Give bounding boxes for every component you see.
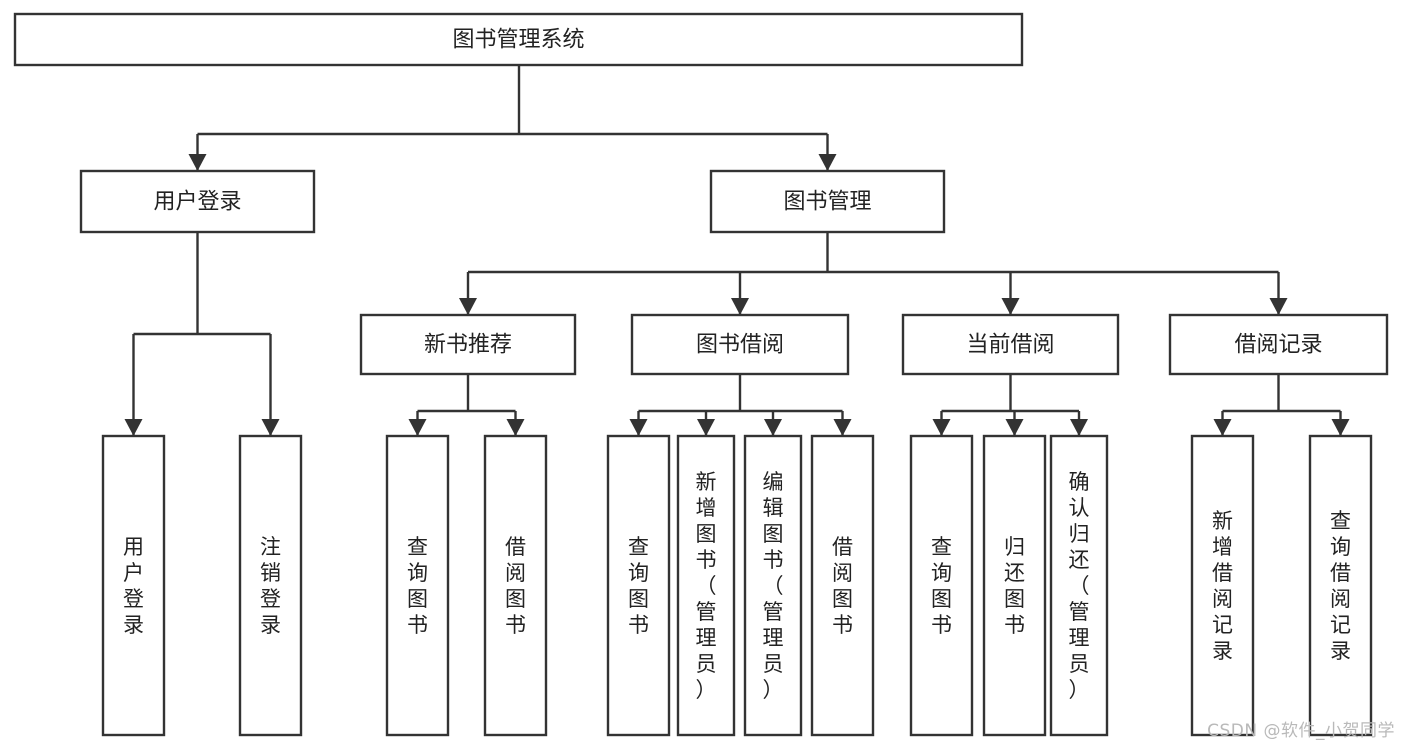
node-box-book-manage[interactable] (709, 169, 946, 234)
node-label-leaf-user-login: 用户登录 (123, 535, 144, 637)
node-box-leaf-add-book[interactable] (676, 434, 736, 737)
node-leaf-borrow-book-2[interactable]: 借阅图书 (810, 434, 875, 737)
node-book-borrow[interactable]: 图书借阅 (630, 313, 850, 376)
node-leaf-borrow-book-1[interactable]: 借阅图书 (483, 434, 548, 737)
node-label-leaf-edit-book: 编辑图书（管理员） (763, 470, 784, 702)
node-box-borrow-record[interactable] (1168, 313, 1389, 376)
arrow-head-leaf-query-record (1331, 419, 1350, 436)
node-box-new-book-rec[interactable] (359, 313, 577, 376)
node-leaf-user-login[interactable]: 用户登录 (101, 434, 166, 737)
arrow-head-leaf-add-book (697, 419, 715, 436)
arrow-head-book-manage (818, 154, 837, 171)
arrow-head-current-borrow (1001, 298, 1020, 315)
node-box-leaf-edit-book[interactable] (743, 434, 803, 737)
node-label-current-borrow: 当前借阅 (966, 333, 1054, 358)
node-leaf-return-book[interactable]: 归还图书 (982, 434, 1047, 737)
node-label-borrow-record: 借阅记录 (1234, 333, 1322, 358)
nodes-layer: 图书管理系统用户登录图书管理新书推荐图书借阅当前借阅借阅记录用户登录注销登录查询… (13, 12, 1389, 737)
arrow-head-leaf-query-book-1 (408, 419, 427, 436)
node-box-leaf-borrow-book-1[interactable] (483, 434, 548, 737)
node-leaf-add-book[interactable]: 新增图书（管理员） (676, 434, 736, 737)
arrow-head-user-login (188, 154, 207, 171)
arrow-head-leaf-user-logout (261, 419, 280, 436)
node-label-leaf-query-book-1: 查询图书 (407, 535, 428, 637)
arrow-head-leaf-confirm-return (1070, 419, 1088, 436)
node-root[interactable]: 图书管理系统 (13, 12, 1024, 67)
node-box-leaf-query-record[interactable] (1308, 434, 1373, 737)
node-label-leaf-add-book: 新增图书（管理员） (696, 470, 717, 702)
connectors-layer (124, 65, 1350, 436)
node-leaf-query-record[interactable]: 查询借阅记录 (1308, 434, 1373, 737)
node-book-manage[interactable]: 图书管理 (709, 169, 946, 234)
node-box-leaf-user-login[interactable] (101, 434, 166, 737)
node-leaf-query-book-1[interactable]: 查询图书 (385, 434, 450, 737)
arrow-head-leaf-query-book-2 (629, 419, 648, 436)
arrow-head-leaf-edit-book (764, 419, 782, 436)
node-leaf-user-logout[interactable]: 注销登录 (238, 434, 303, 737)
node-label-new-book-rec: 新书推荐 (424, 333, 512, 358)
node-box-leaf-query-book-3[interactable] (909, 434, 974, 737)
node-box-root[interactable] (13, 12, 1024, 67)
watermark-label: CSDN @软件_小贺同学 (1207, 721, 1395, 741)
node-label-leaf-user-logout: 注销登录 (260, 535, 281, 637)
node-leaf-confirm-return[interactable]: 确认归还（管理员） (1049, 434, 1109, 737)
node-label-leaf-query-record: 查询借阅记录 (1330, 509, 1351, 663)
node-label-leaf-confirm-return: 确认归还（管理员） (1069, 470, 1090, 702)
node-leaf-query-book-2[interactable]: 查询图书 (606, 434, 671, 737)
node-box-leaf-query-book-1[interactable] (385, 434, 450, 737)
node-box-leaf-user-logout[interactable] (238, 434, 303, 737)
node-user-login[interactable]: 用户登录 (79, 169, 316, 234)
node-box-leaf-confirm-return[interactable] (1049, 434, 1109, 737)
node-leaf-add-record[interactable]: 新增借阅记录 (1190, 434, 1255, 737)
arrow-head-book-borrow (731, 298, 749, 315)
node-box-leaf-borrow-book-2[interactable] (810, 434, 875, 737)
node-box-leaf-add-record[interactable] (1190, 434, 1255, 737)
node-box-leaf-query-book-2[interactable] (606, 434, 671, 737)
node-borrow-record[interactable]: 借阅记录 (1168, 313, 1389, 376)
node-leaf-query-book-3[interactable]: 查询图书 (909, 434, 974, 737)
arrow-head-leaf-borrow-book-1 (506, 419, 525, 436)
arrow-head-leaf-add-record (1213, 419, 1232, 436)
node-current-borrow[interactable]: 当前借阅 (901, 313, 1120, 376)
node-label-leaf-add-record: 新增借阅记录 (1212, 509, 1233, 663)
node-label-root: 图书管理系统 (452, 28, 584, 53)
arrow-head-leaf-query-book-3 (932, 419, 951, 436)
node-box-leaf-return-book[interactable] (982, 434, 1047, 737)
node-box-user-login[interactable] (79, 169, 316, 234)
node-label-leaf-query-book-3: 查询图书 (931, 535, 952, 637)
node-leaf-edit-book[interactable]: 编辑图书（管理员） (743, 434, 803, 737)
node-box-current-borrow[interactable] (901, 313, 1120, 376)
arrow-head-borrow-record (1269, 298, 1288, 315)
node-new-book-rec[interactable]: 新书推荐 (359, 313, 577, 376)
node-label-leaf-borrow-book-2: 借阅图书 (832, 535, 853, 637)
node-label-leaf-return-book: 归还图书 (1004, 535, 1025, 637)
node-label-user-login: 用户登录 (153, 190, 241, 215)
node-label-book-manage: 图书管理 (783, 190, 871, 215)
node-label-book-borrow: 图书借阅 (696, 333, 784, 358)
arrow-head-new-book-rec (459, 298, 477, 315)
node-label-leaf-query-book-2: 查询图书 (628, 535, 649, 637)
arrow-head-leaf-borrow-book-2 (833, 419, 852, 436)
node-label-leaf-borrow-book-1: 借阅图书 (505, 535, 526, 637)
node-box-book-borrow[interactable] (630, 313, 850, 376)
arrow-head-leaf-user-login (124, 419, 143, 436)
arrow-head-leaf-return-book (1005, 419, 1024, 436)
